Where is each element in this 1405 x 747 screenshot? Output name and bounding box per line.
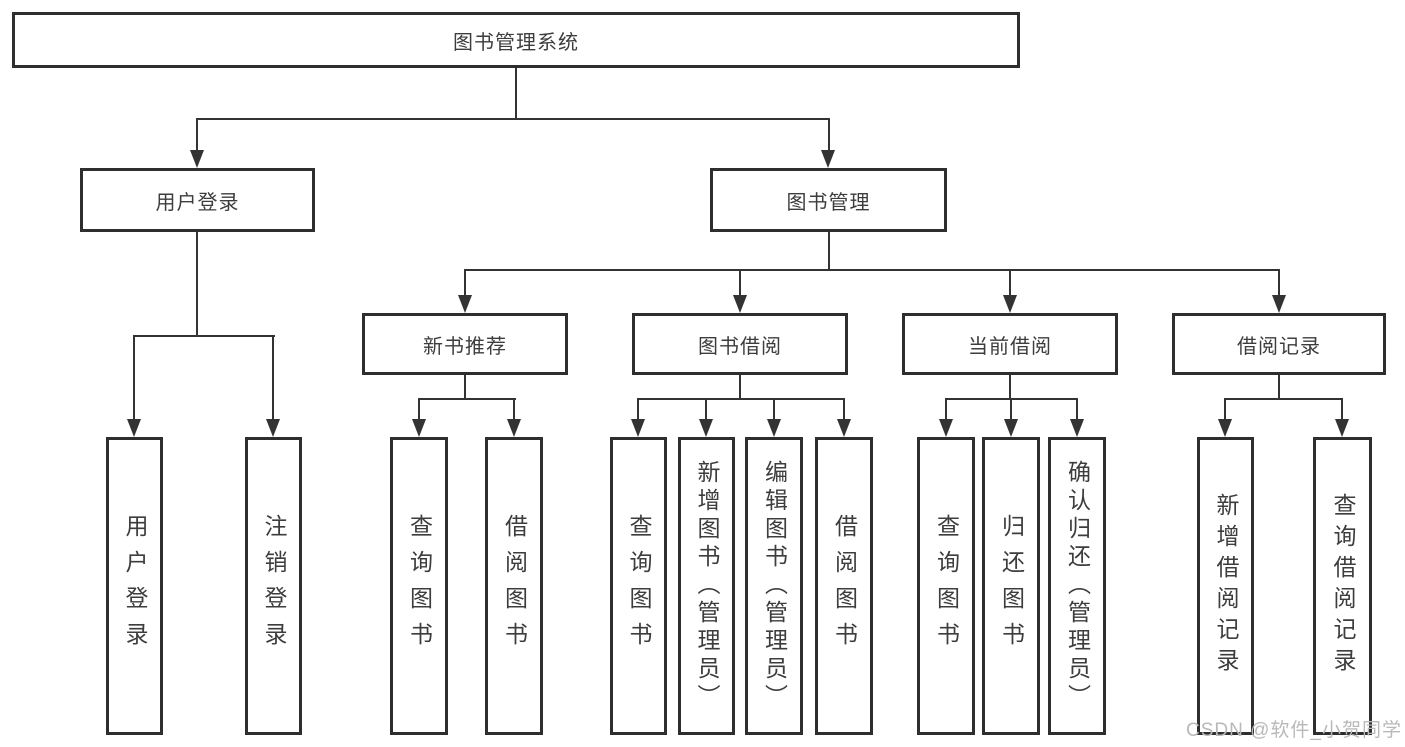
connector-line — [773, 398, 775, 419]
node-current-borrow: 当前借阅 — [902, 313, 1118, 375]
connector-line — [637, 398, 845, 400]
node-root: 图书管理系统 — [12, 12, 1020, 68]
node-leaf-query-borrow-record-label: 查询借阅记录 — [1330, 493, 1356, 679]
node-leaf-borrow-books-1: 借阅图书 — [485, 437, 543, 735]
watermark: CSDN @软件_小贺同学 — [1186, 720, 1402, 741]
node-leaf-confirm-return-admin-label: 确认归还（管理员） — [1064, 460, 1091, 712]
arrowhead-down — [458, 295, 472, 313]
node-leaf-return-books: 归还图书 — [982, 437, 1040, 735]
node-book-management: 图书管理 — [710, 168, 947, 232]
arrowhead-down — [127, 419, 141, 437]
connector-line — [739, 269, 741, 295]
node-leaf-logout: 注销登录 — [245, 437, 302, 735]
node-leaf-query-books-2: 查询图书 — [610, 437, 667, 735]
node-user-login: 用户登录 — [80, 168, 315, 232]
node-leaf-query-borrow-record: 查询借阅记录 — [1313, 437, 1372, 735]
node-borrow-records-label: 借阅记录 — [1237, 335, 1321, 358]
connector-line — [196, 118, 198, 150]
arrowhead-down — [266, 419, 280, 437]
node-leaf-add-borrow-record: 新增借阅记录 — [1197, 437, 1254, 735]
node-leaf-return-books-label: 归还图书 — [998, 514, 1025, 658]
connector-line — [1278, 269, 1280, 295]
arrowhead-down — [1335, 419, 1349, 437]
connector-line — [637, 398, 639, 419]
node-book-borrow-label: 图书借阅 — [698, 335, 782, 358]
connector-line — [739, 375, 741, 400]
node-leaf-query-books-2-label: 查询图书 — [626, 514, 652, 658]
arrowhead-down — [1004, 419, 1018, 437]
connector-line — [1076, 398, 1078, 419]
connector-line — [133, 335, 275, 337]
connector-line — [513, 398, 515, 419]
node-book-management-label: 图书管理 — [786, 191, 871, 214]
arrowhead-down — [412, 419, 426, 437]
node-new-book-recommend: 新书推荐 — [362, 313, 568, 375]
node-leaf-add-books-admin: 新增图书（管理员） — [678, 437, 735, 735]
connector-line — [418, 398, 516, 400]
node-leaf-query-books-3-label: 查询图书 — [933, 514, 960, 658]
node-leaf-logout-label: 注销登录 — [261, 514, 287, 658]
node-new-book-recommend-label: 新书推荐 — [423, 335, 507, 358]
connector-line — [133, 335, 135, 419]
arrowhead-down — [699, 419, 713, 437]
node-book-borrow: 图书借阅 — [632, 313, 848, 375]
arrowhead-down — [1272, 295, 1286, 313]
connector-line — [1009, 375, 1011, 400]
connector-line — [196, 232, 198, 337]
node-current-borrow-label: 当前借阅 — [968, 335, 1052, 358]
node-leaf-add-borrow-record-label: 新增借阅记录 — [1213, 493, 1239, 679]
connector-line — [945, 398, 947, 419]
connector-line — [705, 398, 707, 419]
arrowhead-down — [631, 419, 645, 437]
connector-line — [1009, 269, 1011, 295]
arrowhead-down — [1070, 419, 1084, 437]
connector-line — [843, 398, 845, 419]
node-leaf-query-books-1-label: 查询图书 — [406, 514, 433, 658]
connector-line — [1278, 375, 1280, 400]
node-leaf-confirm-return-admin: 确认归还（管理员） — [1048, 437, 1106, 735]
arrowhead-down — [190, 150, 204, 168]
connector-line — [1010, 398, 1012, 419]
arrowhead-down — [1218, 419, 1232, 437]
node-borrow-records: 借阅记录 — [1172, 313, 1386, 375]
connector-line — [515, 68, 517, 120]
connector-line — [828, 118, 830, 150]
arrowhead-down — [733, 295, 747, 313]
connector-line — [272, 335, 274, 419]
node-leaf-borrow-books-2: 借阅图书 — [815, 437, 873, 735]
arrowhead-down — [837, 419, 851, 437]
node-leaf-query-books-1: 查询图书 — [390, 437, 448, 735]
arrowhead-down — [1003, 295, 1017, 313]
arrowhead-down — [507, 419, 521, 437]
connector-line — [418, 398, 420, 419]
node-leaf-borrow-books-2-label: 借阅图书 — [831, 514, 858, 658]
connector-line — [1224, 398, 1343, 400]
node-root-label: 图书管理系统 — [453, 31, 579, 54]
node-leaf-add-books-admin-label: 新增图书（管理员） — [694, 460, 720, 712]
node-leaf-query-books-3: 查询图书 — [917, 437, 975, 735]
connector-line — [464, 269, 466, 295]
connector-line — [464, 269, 1280, 271]
connector-line — [196, 118, 830, 120]
node-leaf-edit-books-admin: 编辑图书（管理员） — [745, 437, 803, 735]
arrowhead-down — [821, 150, 835, 168]
arrowhead-down — [939, 419, 953, 437]
connector-line — [464, 375, 466, 400]
node-leaf-borrow-books-1-label: 借阅图书 — [501, 514, 528, 658]
connector-line — [1341, 398, 1343, 419]
node-user-login-label: 用户登录 — [155, 191, 240, 214]
arrowhead-down — [767, 419, 781, 437]
connector-line — [1224, 398, 1226, 419]
node-leaf-user-login-label: 用户登录 — [122, 514, 148, 658]
node-leaf-edit-books-admin-label: 编辑图书（管理员） — [761, 460, 788, 712]
node-leaf-user-login: 用户登录 — [106, 437, 163, 735]
connector-line — [828, 232, 830, 271]
